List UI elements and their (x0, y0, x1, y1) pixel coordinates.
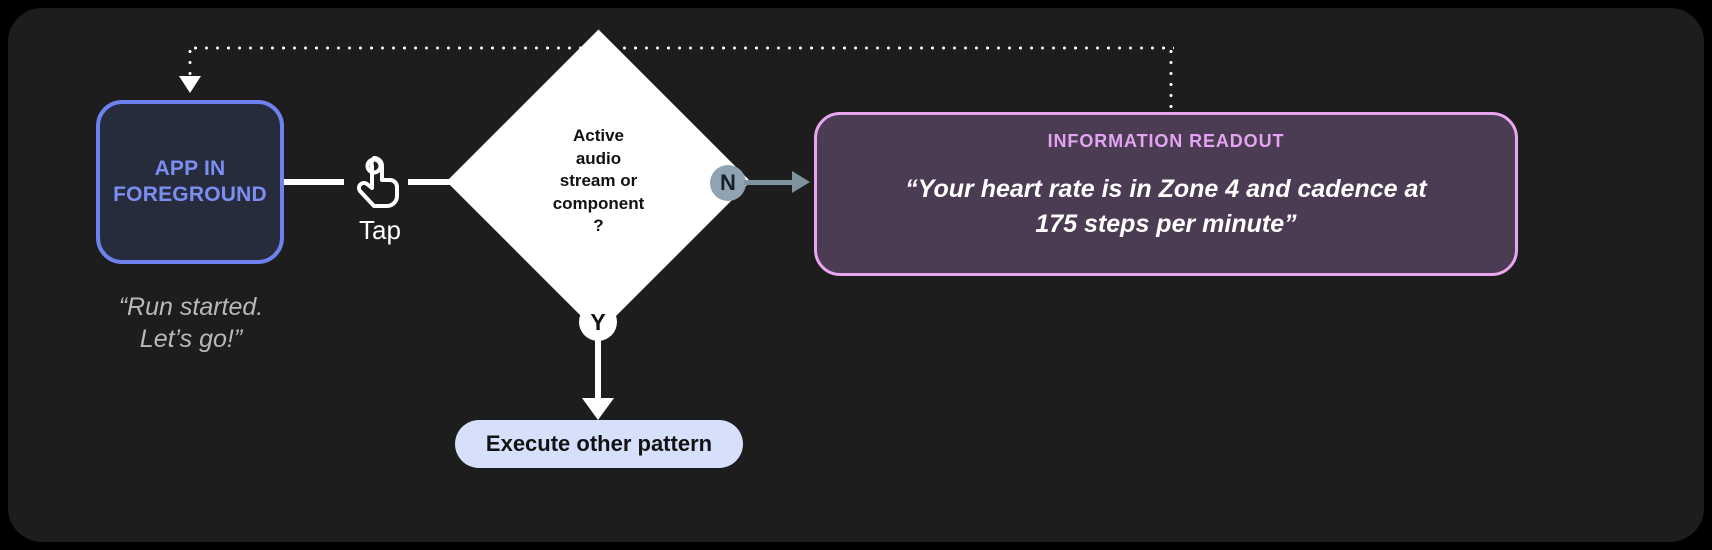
execute-other-pattern-button[interactable]: Execute other pattern (455, 420, 743, 468)
decision-diamond-node[interactable]: Active audio stream or component ? (446, 29, 751, 334)
information-readout-panel[interactable]: INFORMATION READOUT “Your heart rate is … (814, 112, 1518, 276)
connector-tap-to-decision (408, 179, 476, 185)
connector-yes-branch-line (595, 340, 601, 402)
feedback-loop-arrowhead (179, 76, 201, 93)
connector-app-to-tap (284, 179, 344, 185)
connector-no-branch-line (744, 180, 794, 185)
information-readout-body: “Your heart rate is in Zone 4 and cadenc… (905, 175, 1427, 238)
diagram-canvas: APP IN FOREGROUND “Run started. Let’s go… (8, 8, 1704, 542)
feedback-loop-horizontal-segment (190, 46, 1174, 50)
branch-badge-no: N (710, 165, 746, 201)
tap-gesture-icon (352, 152, 406, 208)
branch-badge-yes: Y (579, 303, 617, 341)
app-in-foreground-label: APP IN FOREGROUND (113, 157, 267, 206)
tap-label: Tap (359, 215, 401, 245)
feedback-loop-right-vertical-segment (1169, 46, 1173, 114)
connector-no-branch-arrowhead (792, 171, 810, 193)
decision-diamond-label: Active audio stream or component ? (552, 126, 645, 236)
connector-yes-branch-arrowhead (582, 398, 614, 420)
connector-yes-branch-stub (595, 289, 601, 305)
feedback-loop-left-vertical-segment (188, 46, 192, 78)
app-in-foreground-caption: “Run started. Let’s go!” (118, 293, 264, 353)
app-in-foreground-node[interactable]: APP IN FOREGROUND (96, 100, 284, 264)
information-readout-title: INFORMATION READOUT (1047, 131, 1285, 151)
